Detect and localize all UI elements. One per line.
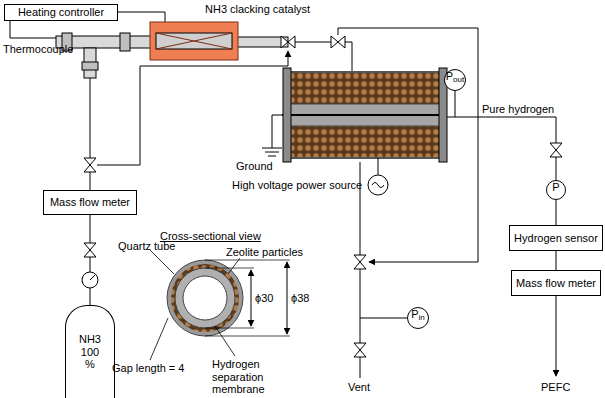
node-text: out (453, 75, 464, 84)
flow-label: Pure hydrogen (482, 103, 554, 116)
pipe-connector (556, 200, 557, 225)
node-text: in (419, 313, 425, 322)
node-text: NH3 (79, 333, 101, 346)
part-label: Thermocouple (3, 43, 73, 56)
pipe-connector (555, 251, 556, 270)
part-label: Ground (236, 160, 273, 173)
node-text: Mass flow meter (516, 277, 596, 290)
flow-meter-box: Mass flow meter (43, 190, 137, 215)
outlet-label: PEFC (541, 381, 570, 394)
node-text: Hydrogen sensor (514, 232, 598, 245)
node-text: P (552, 181, 559, 194)
pump-symbol: P (546, 180, 566, 200)
controller-box: Heating controller (4, 4, 118, 21)
part-label: High voltage power source (232, 179, 362, 192)
outlet-label: Vent (348, 381, 370, 394)
pressure-gauge: Pout (444, 69, 466, 91)
dimension-label: Gap length = 4 (112, 362, 184, 375)
node-text: P (446, 70, 453, 83)
gas-cylinder: NH3100 % (65, 305, 115, 398)
part-label: Hydrogen separation membrane (212, 358, 312, 396)
node-text: P (411, 308, 418, 321)
pressure-gauge: Pin (407, 307, 429, 329)
part-label: Quartz tube (118, 240, 175, 253)
sensor-box: Hydrogen sensor (509, 225, 603, 251)
part-label: Zeolite particles (226, 246, 303, 259)
node-text: Heating controller (18, 6, 104, 19)
part-label: NH3 clacking catalyst (205, 3, 310, 16)
node-text: 100 % (76, 346, 104, 371)
dimension-label: ϕ38 (291, 292, 309, 305)
node-text: Mass flow meter (50, 196, 130, 209)
flow-meter-box: Mass flow meter (511, 270, 601, 296)
dimension-label: ϕ30 (255, 292, 273, 305)
